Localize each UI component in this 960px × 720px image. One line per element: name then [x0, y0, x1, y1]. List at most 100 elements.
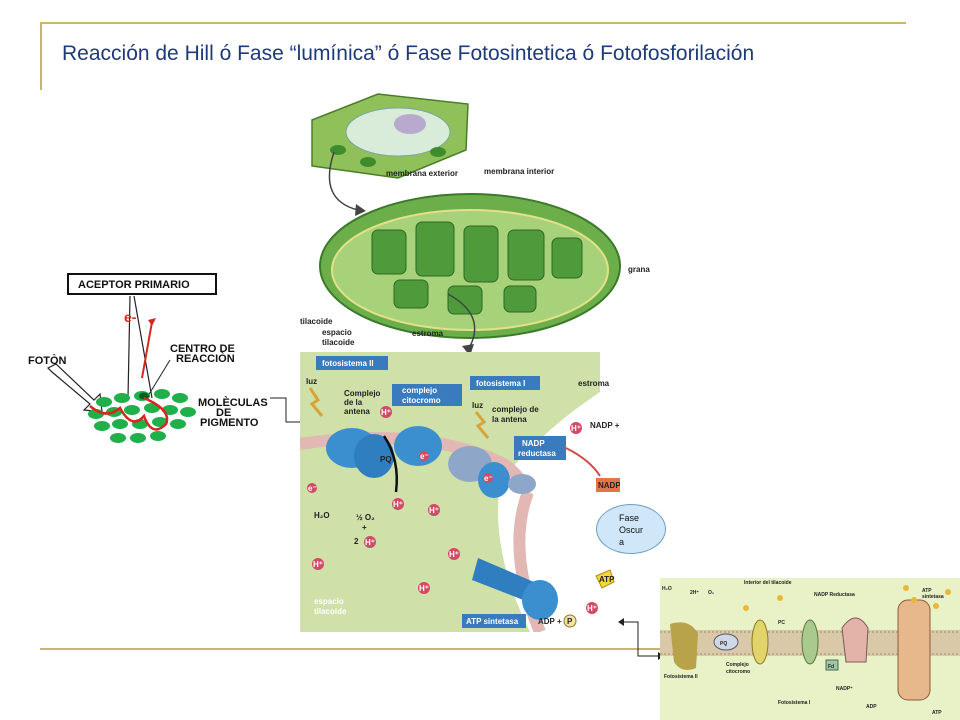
phosphate-circle: [563, 614, 577, 628]
thylakoid-lumen-area: [300, 352, 600, 632]
atp-label: ATP: [599, 575, 615, 584]
inset-atp-synthase-label-2: sintetasa: [922, 594, 944, 600]
grana-stacks: [371, 221, 583, 315]
inner-membrane-label: membrana interior: [484, 167, 554, 176]
ps2-label-box: [316, 356, 388, 370]
connector-right-head-1: [618, 618, 624, 626]
electron-arrowhead: [148, 318, 156, 326]
inset-h-ions: [743, 585, 951, 611]
phosphate-label: P: [567, 617, 573, 626]
ps1-label-box: [470, 376, 540, 390]
inset-ps1-label: Fotosistema I: [778, 700, 811, 706]
inset-fd-box: [825, 659, 839, 671]
electrons: e⁻ e⁻ e⁻: [307, 451, 493, 493]
slide-title: Reacción de Hill ó Fase “lumínica” ó Fas…: [62, 42, 755, 65]
inset-water-label: H₂O: [662, 586, 672, 592]
svg-text:H⁺: H⁺: [587, 604, 597, 613]
nadp-plus-label: NADP +: [590, 421, 620, 430]
inset-pq-label: PQ: [720, 641, 727, 647]
photon-arrow: [46, 363, 103, 413]
inset-o2-label: O₂: [708, 590, 714, 596]
center-pointer: [147, 359, 171, 397]
zoom-arrow-1: [328, 151, 359, 211]
photon-label: FOTÒN: [28, 354, 67, 367]
center-label-1: CENTRO DE: [170, 343, 235, 355]
inset-atp-synthase-label-1: ATP: [922, 588, 932, 594]
dark-phase-bubble: Fase Oscura: [596, 504, 666, 554]
grana-label: grana: [628, 265, 650, 274]
outer-membrane-label: membrana exterior: [386, 169, 458, 178]
electron-chain-inset: Interior del tilacoide PQ PC Fd H₂O 2H⁺ …: [660, 578, 960, 720]
nadp-reductase-box: [514, 436, 566, 460]
stroma-label-2: estroma: [578, 379, 610, 388]
inset-cytochrome: [751, 619, 769, 665]
inset-ps2: [670, 622, 698, 670]
atp-synthase-label: ATP sintetasa: [466, 617, 519, 626]
nadp-reductase-label-2: reductasa: [518, 449, 556, 458]
ps2-label: fotosistema II: [322, 359, 374, 368]
svg-text:e⁻: e⁻: [484, 474, 493, 483]
inset-atp-label: ATP: [932, 710, 942, 716]
top-rule: [40, 22, 906, 24]
space-label-1: espacio: [314, 597, 344, 606]
antenna2-label-1: complejo de: [492, 405, 539, 414]
svg-text:H⁺: H⁺: [429, 506, 439, 515]
left-rule: [40, 22, 42, 90]
svg-text:H⁺: H⁺: [381, 408, 391, 417]
svg-text:H⁺: H⁺: [419, 584, 429, 593]
connector-right: [618, 618, 664, 660]
thylakoid-space-label-2: tilacoide: [322, 338, 355, 347]
svg-text:e⁻: e⁻: [420, 452, 429, 461]
connector-line: [270, 397, 312, 423]
light-bolt-2: [474, 411, 490, 439]
inset-atp-synthase: [897, 599, 931, 701]
ray-1: [127, 295, 131, 399]
energy-transfer-path: [89, 396, 169, 431]
nadph-arrow: [565, 447, 601, 477]
cytochrome-label-box: [392, 384, 462, 406]
light-label-2: luz: [472, 401, 483, 410]
stroma-label: estroma: [412, 329, 444, 338]
acceptor-box: [67, 273, 217, 295]
oxygen-label-3: 2: [354, 537, 359, 546]
thylakoid-label: tilacoide: [300, 317, 333, 326]
inset-nadp-plus-label: NADP⁺: [836, 686, 853, 692]
inset-interior-label: Interior del tilacoide: [744, 580, 792, 586]
bottom-rule: [40, 648, 906, 650]
protein-complexes: [326, 426, 558, 620]
svg-text:H⁺: H⁺: [365, 538, 375, 547]
reaction-center-diagram: ACEPTOR PRIMARIO e- CENTRO DE REACCIÒN F…: [28, 273, 268, 443]
inset-nadp-reductase: [841, 617, 869, 663]
cytochrome-label-2: citocromo: [402, 396, 441, 405]
light-bolt-1: [308, 387, 324, 417]
electron-label: e-: [124, 309, 137, 325]
inset-ps1: [801, 619, 819, 665]
light-label: luz: [306, 377, 317, 386]
svg-text:H⁺: H⁺: [449, 550, 459, 559]
space-label-2: tilacoide: [314, 607, 347, 616]
nadph-label: NADPH: [598, 481, 620, 490]
plant-cell: [311, 93, 469, 179]
oxygen-label-1: ½ O₂: [356, 513, 375, 522]
svg-text:H⁺: H⁺: [393, 500, 403, 509]
h-ions: H⁺ H⁺ H⁺ H⁺ H⁺ H⁺ H⁺ H⁺ H⁺: [312, 406, 598, 614]
antenna2-label-2: la antena: [492, 415, 527, 424]
water-label: H₂O: [314, 511, 330, 520]
inset-cyto-label-1: Complejo: [726, 662, 749, 668]
svg-text:H⁺: H⁺: [571, 424, 581, 433]
svg-text:H⁺: H⁺: [313, 560, 323, 569]
pigment-cluster: [88, 389, 196, 443]
inset-cyto-label-2: citocromo: [726, 669, 750, 675]
ps1-label: fotosistema I: [476, 379, 525, 388]
svg-text:e⁻: e⁻: [308, 484, 317, 493]
pigment-label-3: PIGMENTO: [200, 417, 259, 429]
zoom-arrow-1-head: [355, 204, 366, 216]
acceptor-label: ACEPTOR PRIMARIO: [78, 279, 190, 291]
antenna1-label-3: antena: [344, 407, 370, 416]
electron-path: [141, 321, 153, 379]
atp-synthase-box: [462, 614, 526, 628]
atp-burst: [595, 569, 615, 589]
thylakoid-space-label-1: espacio: [322, 328, 352, 337]
inset-pc-label: PC: [778, 620, 785, 626]
inset-2h-label: 2H⁺: [690, 590, 699, 596]
